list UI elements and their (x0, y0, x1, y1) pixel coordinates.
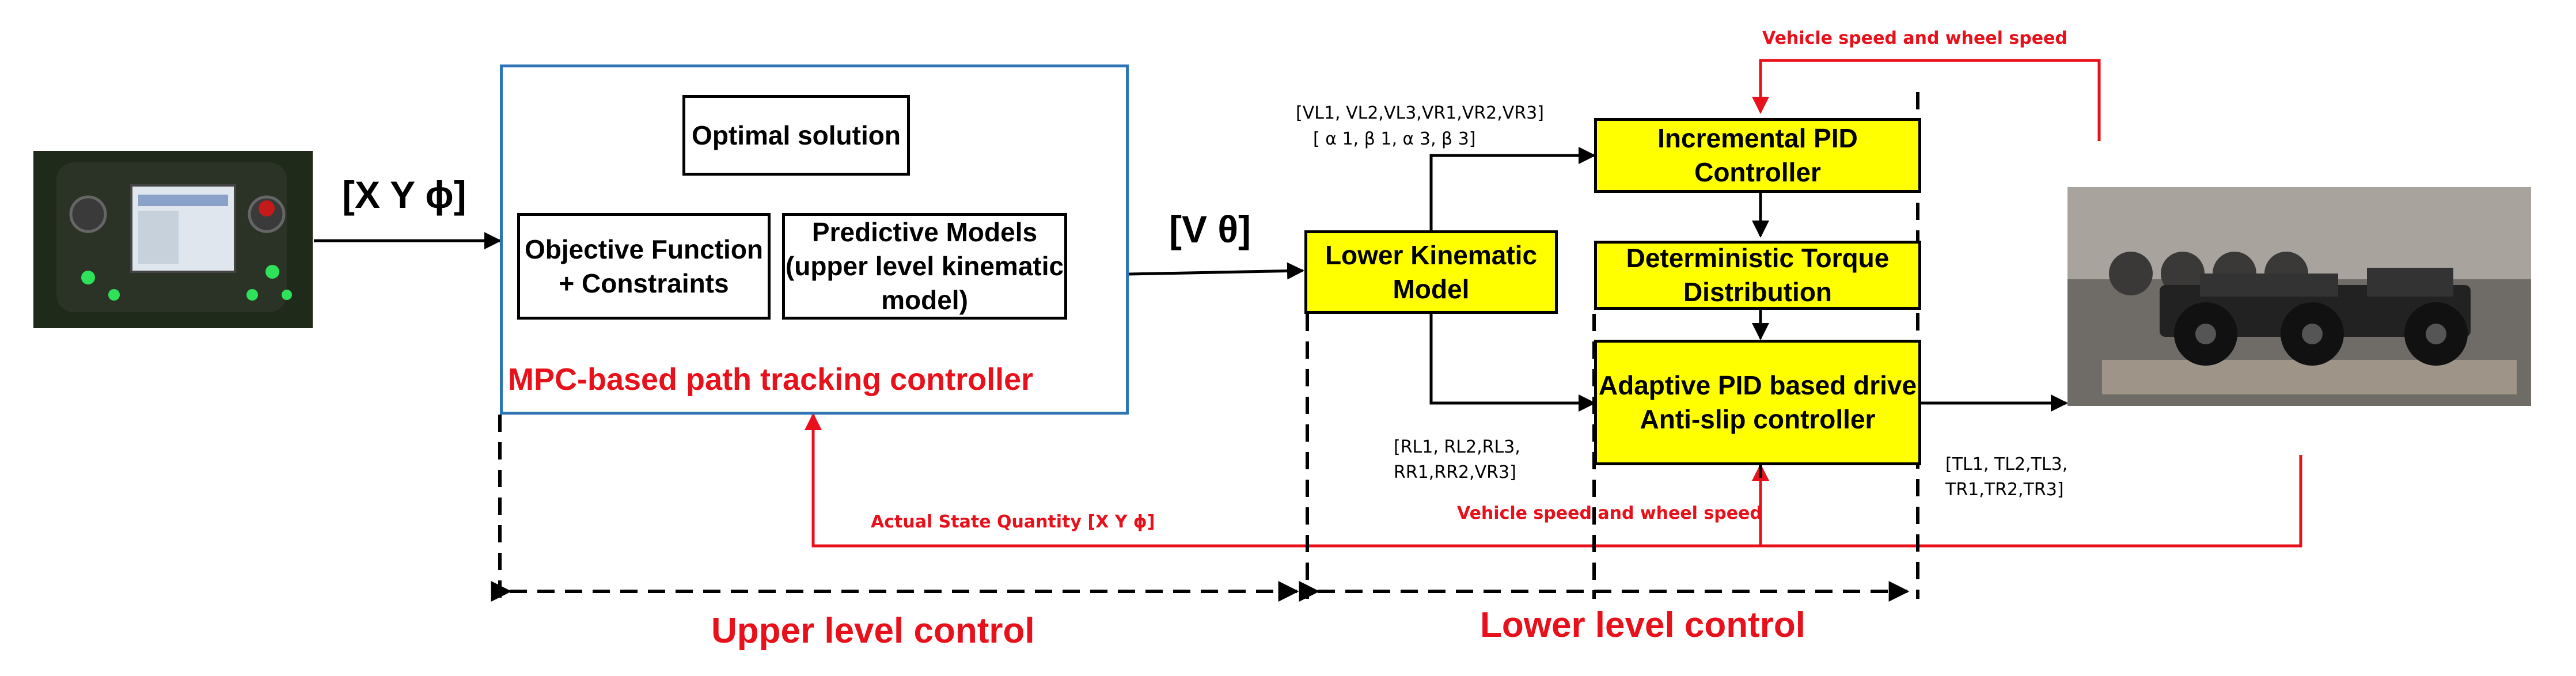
feedback-state-label: Actual State Quantity [X Y ϕ] (871, 512, 1155, 532)
feedback-top-label: Vehicle speed and wheel speed (1762, 28, 2067, 48)
velocity-vector-label: [VL1, VL2,VL3,VR1,VR2,VR3] (1296, 103, 1544, 123)
upper-level-caption: Upper level control (711, 611, 1035, 651)
vehicle-photo (2067, 187, 2531, 406)
feedback-mid-label: Vehicle speed and wheel speed (1457, 503, 1762, 523)
controller-icon (33, 151, 313, 328)
adaptive-pid-box: Adaptive PID based drive Anti-slip contr… (1594, 340, 1921, 465)
arrow-kinematic-to-incremental-pid (1429, 147, 1596, 230)
torque-vector-label: [TL1, TL2,TL3, TR1,TR2,TR3] (1945, 454, 2068, 500)
radius-vector-label: [RL1, RL2,RL3, RR1,RR2,VR3] (1394, 437, 1520, 483)
incremental-pid-box: Incremental PID Controller (1594, 118, 1921, 193)
lower-level-caption: Lower level control (1480, 605, 1806, 645)
lower-kinematic-box: Lower Kinematic Model (1304, 230, 1558, 314)
objective-function-box: Objective Function + Constraints (517, 213, 771, 320)
mpc-block (500, 64, 1129, 415)
feedback-bottom-line (805, 413, 2302, 548)
arrow-mpc-to-lower-kinematic (1128, 262, 1304, 280)
feedback-lines (805, 59, 2302, 548)
predictive-models-box: Predictive Models (upper level kinematic… (782, 213, 1067, 320)
pose-label: [X Y ϕ] (342, 173, 466, 216)
feedback-top-line (1752, 59, 2101, 141)
vehicle-icon (2067, 187, 2531, 406)
optimal-solution-box: Optimal solution (682, 95, 910, 176)
mpc-title: MPC-based path tracking controller (508, 362, 1034, 397)
angle-vector-label: [ α 1, β 1, α 3, β 3] (1313, 129, 1476, 149)
command-label: [V θ] (1169, 208, 1251, 250)
arrow-kinematic-to-adaptive-pid (1429, 314, 1596, 412)
controller-photo (33, 151, 313, 328)
torque-distribution-box: Deterministic Torque Distribution (1594, 241, 1921, 310)
signal-arrows (314, 147, 2068, 412)
